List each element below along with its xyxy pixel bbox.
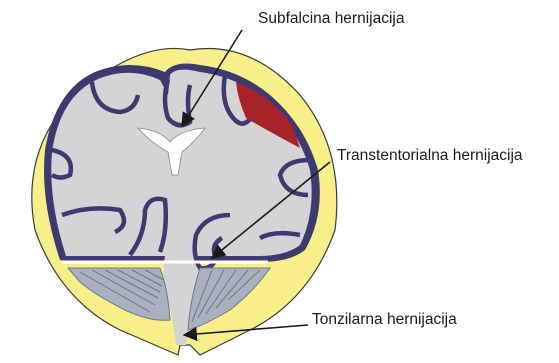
label-tonsillar: Tonzilarna hernijacija: [312, 312, 457, 328]
label-transtentorial: Transtentorialna hernijacija: [337, 148, 523, 164]
label-subfalcine: Subfalcina hernijacija: [258, 11, 404, 27]
